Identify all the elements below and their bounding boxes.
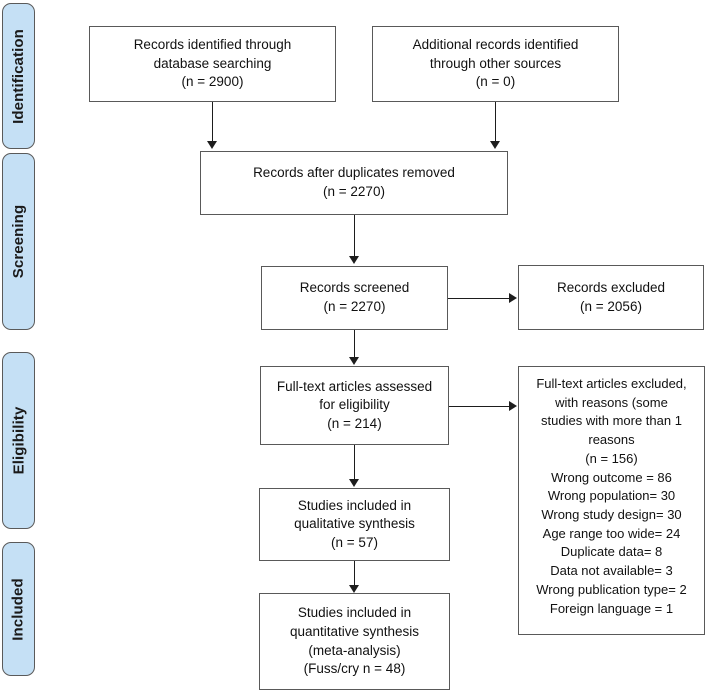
stage-label-eligibility: Eligibility <box>10 406 27 475</box>
connector-db-to-duplicates <box>212 102 213 142</box>
stage-pill-screening: Screening <box>2 153 35 330</box>
box-fulltext-articles-excluded-reasons: Full-text articles excluded, with reason… <box>518 366 705 635</box>
box-line: (meta-analysis) <box>308 642 401 658</box>
box-records-excluded: Records excluded (n = 2056) <box>518 265 704 330</box>
box-line: Records after duplicates removed <box>253 165 455 181</box>
arrowhead-duplicates-to-screened <box>349 256 359 264</box>
box-records-after-duplicates-removed: Records after duplicates removed (n = 22… <box>200 151 508 215</box>
box-line: Full-text articles assessed <box>276 378 433 394</box>
reason-wrong-outcome: Wrong outcome = 86 <box>551 469 672 485</box>
reason-wrong-study-design: Wrong study design= 30 <box>541 507 682 523</box>
arrowhead-qualitative-to-quantitative <box>349 585 359 593</box>
box-line: Records excluded <box>556 279 666 295</box>
arrowhead-fulltext-to-qualitative <box>349 479 359 487</box>
box-fulltext-articles-assessed: Full-text articles assessed for eligibil… <box>260 366 449 445</box>
box-line-count: (n = 156) <box>585 450 638 466</box>
stage-label-screening: Screening <box>10 204 27 279</box>
reason-wrong-publication-type: Wrong publication type= 2 <box>536 581 687 597</box>
reason-wrong-population: Wrong population= 30 <box>547 488 676 504</box>
box-line-count: (Fuss/cry n = 48) <box>303 661 406 677</box>
arrowhead-db-to-duplicates <box>207 141 217 149</box>
box-qualitative-synthesis: Studies included in qualitative synthesi… <box>259 488 450 561</box>
connector-qualitative-to-quantitative <box>354 561 355 587</box>
box-line: Records screened <box>299 280 410 296</box>
stage-label-identification: Identification <box>10 28 28 124</box>
stage-pill-included: Included <box>2 542 35 676</box>
connector-duplicates-to-screened <box>354 215 355 257</box>
box-line-count: (n = 2270) <box>323 184 385 199</box>
reason-duplicate-data: Duplicate data= 8 <box>560 544 663 560</box>
connector-fulltext-to-reasons <box>449 406 510 407</box>
arrowhead-screened-to-excluded <box>509 293 517 303</box>
box-line: for eligibility <box>319 397 390 413</box>
box-line-count: (n = 2270) <box>323 299 386 314</box>
box-line: quantitative synthesis <box>289 623 420 639</box>
connector-screened-to-fulltext <box>354 330 355 358</box>
connector-screened-to-excluded <box>448 298 510 299</box>
reason-foreign-language: Foreign language = 1 <box>549 600 674 616</box>
box-line: Studies included in <box>297 605 412 621</box>
box-line-count: (n = 0) <box>475 74 516 90</box>
arrowhead-fulltext-to-reasons <box>509 401 517 411</box>
arrowhead-screened-to-fulltext <box>349 357 359 365</box>
stage-label-included: Included <box>10 577 28 641</box>
box-quantitative-synthesis: Studies included in quantitative synthes… <box>259 593 450 690</box>
box-line: with reasons (some <box>555 394 668 410</box>
stage-pill-identification: Identification <box>2 3 35 149</box>
box-line: Studies included in <box>297 497 412 513</box>
box-line: studies with more than 1 <box>541 413 682 429</box>
connector-other-to-duplicates <box>495 102 496 142</box>
box-additional-records-other-sources: Additional records identified through ot… <box>372 26 619 102</box>
arrowhead-other-to-duplicates <box>490 141 500 149</box>
box-line-count: (n = 2900) <box>181 74 244 90</box>
reason-data-not-available: Data not available= 3 <box>550 563 673 579</box>
box-records-screened: Records screened (n = 2270) <box>261 266 448 330</box>
box-line-count: (n = 2056) <box>580 298 642 314</box>
box-line: through other sources <box>429 55 562 71</box>
box-line: reasons <box>588 432 635 448</box>
box-records-identified-database: Records identified through database sear… <box>89 26 336 102</box>
reason-age-range-too-wide: Age range too wide= 24 <box>542 525 681 541</box>
box-line: Records identified through <box>133 37 292 53</box>
box-line-count: (n = 57) <box>331 534 378 550</box>
stage-pill-eligibility: Eligibility <box>2 352 35 529</box>
box-line: database searching <box>153 55 272 71</box>
box-line: qualitative synthesis <box>294 516 415 532</box>
box-line-count: (n = 214) <box>327 415 382 431</box>
connector-fulltext-to-qualitative <box>354 445 355 480</box>
box-line: Full-text articles excluded, <box>536 376 687 391</box>
box-line: Additional records identified <box>412 37 579 53</box>
